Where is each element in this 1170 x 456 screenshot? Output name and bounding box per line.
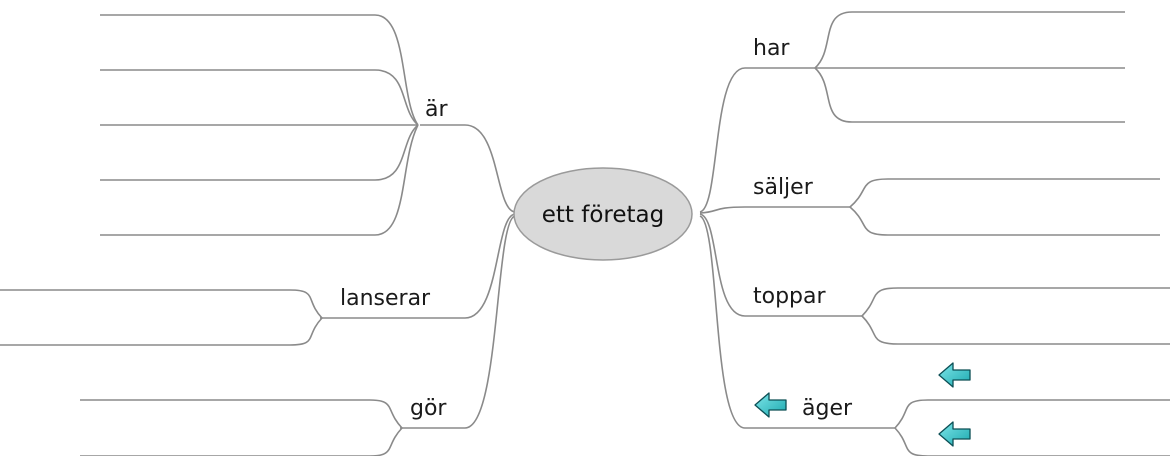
center-node[interactable]: ett företag <box>513 167 693 261</box>
leaf-ager-1 <box>894 399 1170 429</box>
branch-ager: äger <box>699 215 1170 456</box>
branch-label-saljer[interactable]: säljer <box>753 175 814 200</box>
branch-saljer: säljer <box>699 175 1160 236</box>
leaf-gor-2 <box>80 427 403 456</box>
branch-label-toppar[interactable]: toppar <box>753 284 826 309</box>
teal-left-arrow-icon[interactable] <box>938 421 971 447</box>
branch-gor: gör <box>80 215 516 456</box>
branch-har: har <box>699 11 1125 213</box>
leaf-ager-2 <box>894 427 1170 456</box>
branch-label-har[interactable]: har <box>753 36 790 61</box>
branch-ar: är <box>100 14 516 236</box>
connector-center-to-toppar <box>699 213 862 317</box>
leaf-toppar-1 <box>861 287 1170 317</box>
branch-toppar: toppar <box>699 213 1170 345</box>
teal-left-arrow-icon[interactable] <box>938 362 971 388</box>
connector-center-to-saljer <box>699 206 850 214</box>
connector-center-to-ager <box>699 215 895 429</box>
connector-center-to-gor <box>400 215 516 429</box>
center-label: ett företag <box>542 202 664 228</box>
connector-center-to-ar <box>420 124 516 213</box>
branch-lanserar: lanserar <box>0 213 516 346</box>
branch-label-lanserar[interactable]: lanserar <box>340 286 431 311</box>
leaf-toppar-2 <box>861 315 1170 345</box>
connector-center-to-har <box>699 67 815 213</box>
leaf-lanserar-1 <box>0 289 323 319</box>
branch-label-gor[interactable]: gör <box>410 396 447 421</box>
leaf-ar-2 <box>100 69 419 126</box>
branch-label-ager[interactable]: äger <box>802 396 853 421</box>
leaf-har-3 <box>814 67 1125 123</box>
leaf-saljer-2 <box>849 206 1160 236</box>
center-ellipse[interactable] <box>513 167 693 261</box>
leaf-lanserar-2 <box>0 317 323 346</box>
leaf-ar-5 <box>100 124 419 236</box>
teal-left-arrow-icon[interactable] <box>754 392 787 418</box>
leaf-har-1 <box>814 11 1125 69</box>
leaf-ar-4 <box>100 124 419 181</box>
leaf-saljer-1 <box>849 178 1160 208</box>
leaf-ar-1 <box>100 14 419 126</box>
leaf-gor-1 <box>80 399 403 429</box>
branch-label-ar[interactable]: är <box>425 97 448 122</box>
connector-center-to-lanserar <box>320 213 516 319</box>
